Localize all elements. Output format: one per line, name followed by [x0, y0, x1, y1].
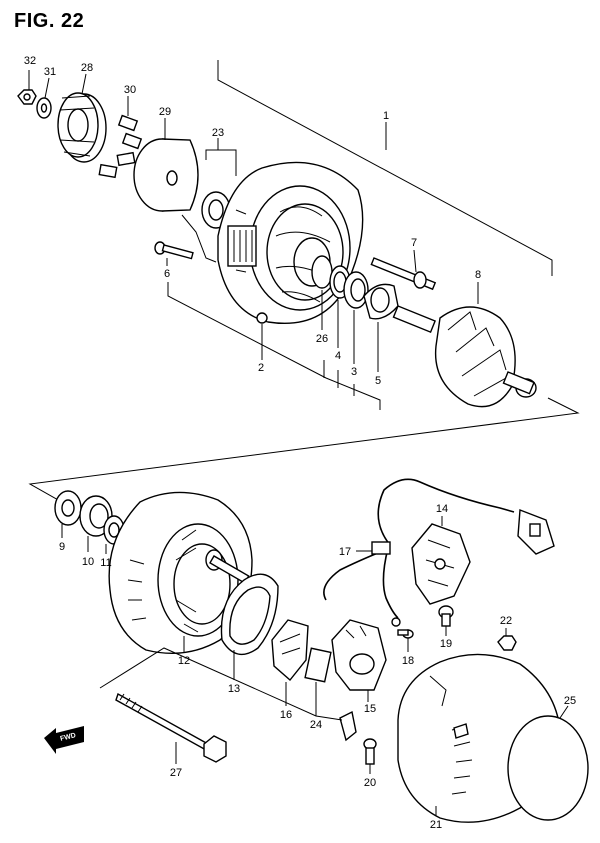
callout-4: 4	[335, 350, 341, 362]
callout-30: 30	[124, 84, 136, 96]
callout-17: 17	[339, 546, 351, 558]
plate-24	[304, 647, 332, 716]
callout-12: 12	[178, 655, 190, 667]
leader-31	[44, 77, 50, 99]
callout-24: 24	[310, 719, 322, 731]
callout-22: 22	[500, 615, 512, 627]
callout-14: 14	[436, 503, 448, 515]
callout-25: 25	[564, 695, 576, 707]
figure-title: FIG. 22	[14, 10, 85, 32]
forward-label: FWD	[60, 732, 77, 743]
regulator-15	[331, 619, 387, 702]
callout-2: 2	[258, 362, 264, 374]
rotor-8	[392, 282, 537, 408]
callout-labels: 1 2 3 4 5 6 7 8 9 10 11 12 13 14 15 16 1…	[24, 55, 576, 831]
callout-29: 29	[159, 106, 171, 118]
bearing-3	[343, 271, 369, 364]
callout-16: 16	[280, 709, 292, 721]
nut-22	[497, 628, 517, 651]
callout-19: 19	[440, 638, 452, 650]
screw-18	[397, 629, 414, 652]
callout-28: 28	[81, 62, 93, 74]
callout-7: 7	[411, 237, 417, 249]
callout-5: 5	[375, 375, 381, 387]
callout-18: 18	[402, 655, 414, 667]
gasket-13	[220, 573, 279, 680]
bolt-19	[438, 605, 454, 636]
assembly-bracket-1	[217, 60, 553, 276]
callout-27: 27	[170, 767, 182, 779]
bolt-27	[99, 647, 343, 764]
callout-1: 1	[383, 110, 389, 122]
brush-holder-16	[271, 619, 309, 706]
clip-set-30	[98, 96, 143, 179]
leader-7	[413, 249, 417, 273]
callout-20: 20	[364, 777, 376, 789]
upper-assembly	[17, 60, 580, 536]
callout-21: 21	[430, 819, 442, 831]
rear-housing-12	[108, 491, 253, 655]
washer-9	[54, 490, 82, 538]
ring-26	[311, 255, 333, 330]
nut-32	[17, 70, 37, 105]
pulley-28	[57, 73, 107, 163]
callout-26: 26	[316, 333, 328, 345]
callout-6: 6	[164, 268, 170, 280]
assembly-line-27	[99, 647, 343, 721]
leader-28	[81, 73, 87, 95]
front-housing-2	[181, 161, 364, 360]
bolt-6	[154, 241, 194, 266]
callout-31: 31	[44, 66, 56, 78]
callout-32: 32	[24, 55, 36, 67]
callout-8: 8	[475, 269, 481, 281]
rectifier-14	[411, 516, 471, 605]
assembly-bracket-lower	[167, 282, 381, 410]
callout-9: 9	[59, 541, 65, 553]
washer-31	[36, 77, 52, 119]
callout-11: 11	[100, 557, 111, 569]
fan-29	[133, 118, 199, 212]
callout-15: 15	[364, 703, 376, 715]
callout-10: 10	[82, 556, 94, 568]
lower-assembly	[44, 478, 589, 823]
leader-25	[559, 705, 569, 719]
wire-harness-17	[323, 478, 555, 627]
bolt-7	[370, 249, 437, 291]
callout-3: 3	[351, 366, 357, 378]
callout-23: 23	[212, 127, 224, 139]
retainer-5	[363, 283, 399, 372]
bolt-20	[339, 710, 377, 774]
callout-13: 13	[228, 683, 240, 695]
forward-direction-arrow	[44, 726, 84, 754]
disc-25	[507, 705, 589, 821]
